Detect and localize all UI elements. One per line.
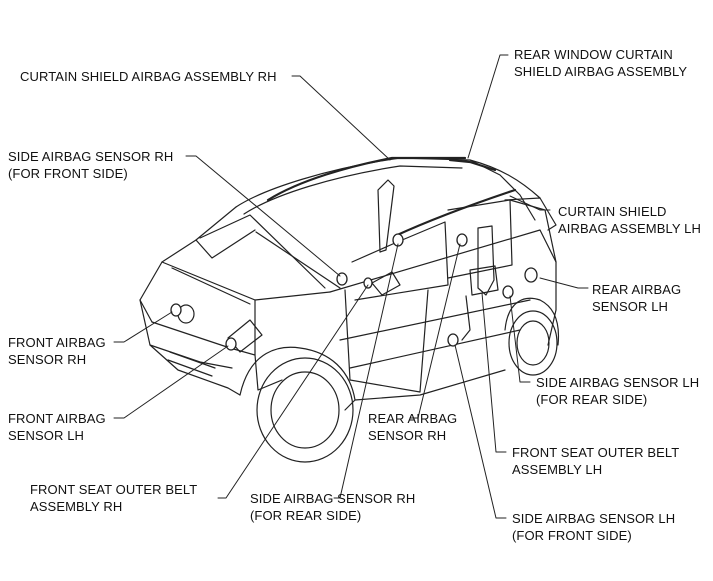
belt-retractor-rh	[363, 277, 373, 289]
rear-window-curtain-airbag	[448, 158, 497, 172]
label-front-airbag-sensor-lh: FRONT AIRBAG SENSOR LH	[8, 410, 106, 444]
label-line: FRONT AIRBAG	[8, 335, 106, 350]
label-line: REAR AIRBAG	[368, 411, 458, 426]
label-curtain-shield-airbag-rh: CURTAIN SHIELD AIRBAG ASSEMBLY RH	[20, 68, 277, 85]
label-line: SIDE AIRBAG SENSOR RH	[8, 149, 174, 164]
curtain-airbags	[266, 156, 517, 238]
side-airbag-sensor-lh-rear	[502, 285, 514, 299]
label-line: SIDE AIRBAG SENSOR RH	[250, 491, 416, 506]
label-line: REAR WINDOW CURTAIN	[514, 47, 673, 62]
label-line: SIDE AIRBAG SENSOR LH	[512, 511, 676, 526]
label-line: FRONT AIRBAG	[8, 411, 106, 426]
leader-lines	[113, 54, 589, 519]
label-line: FRONT SEAT OUTER BELT	[512, 445, 680, 460]
label-front-seat-outer-belt-lh: FRONT SEAT OUTER BELT ASSEMBLY LH	[512, 444, 679, 478]
front-airbag-sensor-rh	[170, 303, 182, 317]
label-line: AIRBAG ASSEMBLY LH	[558, 221, 701, 236]
label-side-airbag-sensor-rh-rear: SIDE AIRBAG SENSOR RH (FOR REAR SIDE)	[250, 490, 415, 524]
label-line: (FOR FRONT SIDE)	[8, 166, 128, 181]
label-line: (FOR REAR SIDE)	[250, 508, 362, 523]
label-front-seat-outer-belt-rh: FRONT SEAT OUTER BELT ASSEMBLY RH	[30, 481, 197, 515]
label-line: SENSOR LH	[8, 428, 85, 443]
label-line: (FOR FRONT SIDE)	[512, 528, 632, 543]
rear-airbag-sensor-lh	[524, 267, 538, 283]
label-line: SENSOR LH	[592, 299, 669, 314]
label-line: FRONT SEAT OUTER BELT	[30, 482, 198, 497]
label-line: ASSEMBLY RH	[30, 499, 123, 514]
rear-airbag-sensor-rh	[456, 233, 468, 247]
label-rear-airbag-sensor-rh: REAR AIRBAG SENSOR RH	[368, 410, 457, 444]
label-line: SHIELD AIRBAG ASSEMBLY	[514, 64, 688, 79]
label-line: SENSOR RH	[8, 352, 87, 367]
label-line: SENSOR RH	[368, 428, 447, 443]
sensors	[170, 233, 538, 351]
label-line: ASSEMBLY LH	[512, 462, 603, 477]
label-line: (FOR REAR SIDE)	[536, 392, 648, 407]
label-line: REAR AIRBAG	[592, 282, 682, 297]
curtain-airbag-rh	[266, 156, 467, 202]
label-line: CURTAIN SHIELD	[558, 204, 667, 219]
curtain-airbag-lh	[393, 188, 517, 238]
front-airbag-sensor-lh	[225, 337, 237, 351]
label-front-airbag-sensor-rh: FRONT AIRBAG SENSOR RH	[8, 334, 106, 368]
label-side-airbag-sensor-lh-rear: SIDE AIRBAG SENSOR LH (FOR REAR SIDE)	[536, 374, 699, 408]
label-side-airbag-sensor-rh-front: SIDE AIRBAG SENSOR RH (FOR FRONT SIDE)	[8, 148, 173, 182]
label-line: CURTAIN SHIELD AIRBAG ASSEMBLY RH	[20, 69, 277, 84]
label-rear-airbag-sensor-lh: REAR AIRBAG SENSOR LH	[592, 281, 681, 315]
car-body	[139, 157, 560, 463]
label-curtain-shield-airbag-lh: CURTAIN SHIELD AIRBAG ASSEMBLY LH	[558, 203, 701, 237]
label-side-airbag-sensor-lh-front: SIDE AIRBAG SENSOR LH (FOR FRONT SIDE)	[512, 510, 675, 544]
side-airbag-sensor-lh-front	[447, 333, 459, 347]
label-rear-window-curtain-airbag: REAR WINDOW CURTAIN SHIELD AIRBAG ASSEMB…	[514, 46, 687, 80]
label-line: SIDE AIRBAG SENSOR LH	[536, 375, 700, 390]
